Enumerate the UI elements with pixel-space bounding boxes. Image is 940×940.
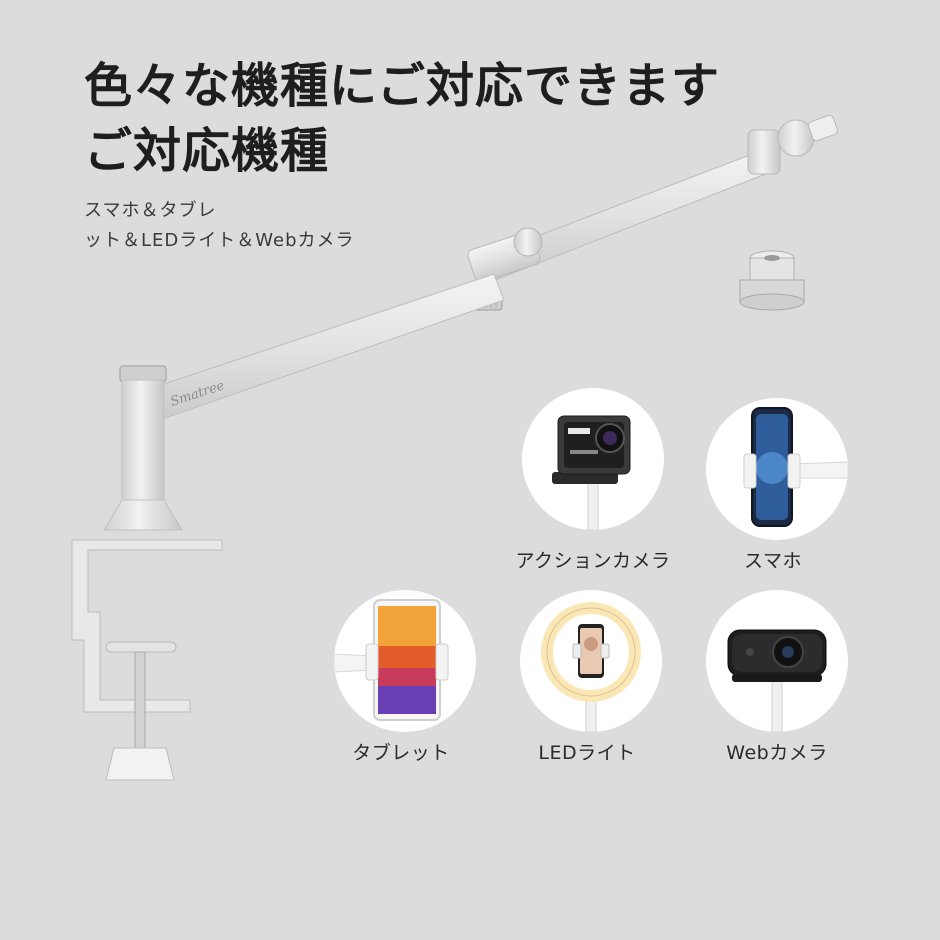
clamp-screw bbox=[134, 651, 146, 749]
device-circle-webcam bbox=[706, 590, 848, 732]
subtitle-line-1: スマホ＆タブレ bbox=[84, 200, 217, 221]
device-circle-smartphone bbox=[706, 398, 848, 540]
clamp-knob bbox=[105, 747, 175, 781]
section-title: ご対応機種 bbox=[84, 123, 330, 179]
ball-head-base bbox=[747, 129, 781, 175]
ball-head-screw bbox=[807, 114, 839, 142]
clamp bbox=[71, 539, 223, 713]
smartphone-icon bbox=[743, 407, 848, 527]
device-label-ring-light: LEDライト bbox=[538, 742, 636, 764]
device-label-smartphone: スマホ bbox=[744, 550, 802, 572]
action-camera-icon bbox=[552, 415, 631, 530]
device-circle-ring-light bbox=[520, 590, 662, 732]
device-label-action-camera: アクションカメラ bbox=[515, 550, 671, 572]
device-circle-action-camera bbox=[522, 388, 664, 530]
webcam-icon bbox=[727, 629, 827, 732]
tablet-icon bbox=[334, 599, 449, 721]
device-label-webcam: Webカメラ bbox=[726, 742, 828, 764]
elbow-knob bbox=[513, 227, 543, 257]
page-title: 色々な機種にご対応できます bbox=[84, 58, 721, 114]
device-label-tablet: タブレット bbox=[352, 742, 450, 764]
post bbox=[121, 379, 165, 501]
post-base bbox=[103, 499, 183, 531]
subtitle-line-2: ット＆LEDライト＆Webカメラ bbox=[84, 230, 355, 251]
supported-devices-text: スマホ＆タブレ ット＆LEDライト＆Webカメラ bbox=[84, 196, 424, 256]
device-circle-tablet bbox=[334, 590, 476, 732]
thread-adapter-icon bbox=[739, 250, 805, 311]
clamp-pad bbox=[105, 641, 177, 653]
ring-light-icon bbox=[541, 602, 641, 732]
